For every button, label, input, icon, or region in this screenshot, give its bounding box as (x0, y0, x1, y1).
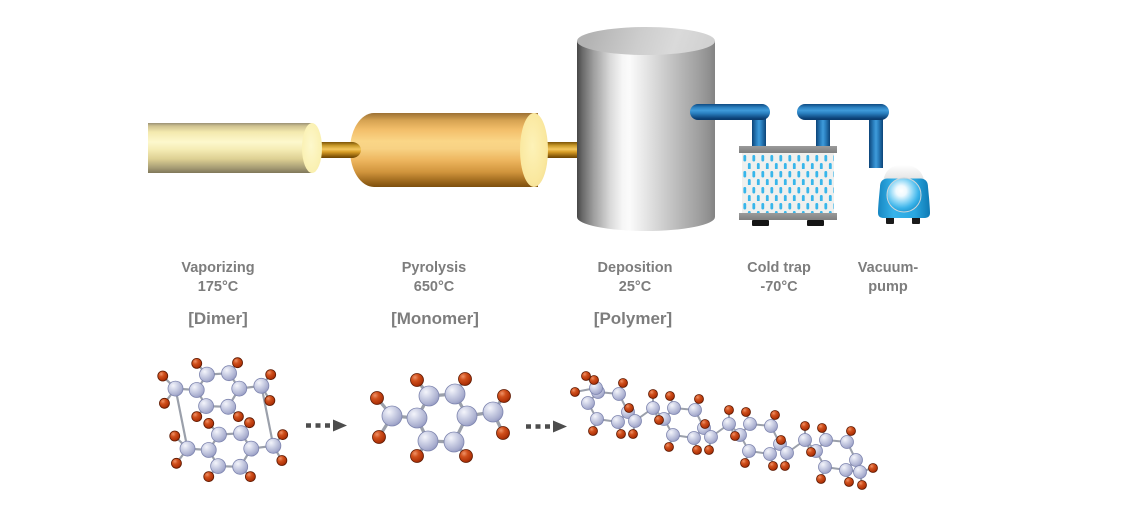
pipe-chamber-out (690, 104, 770, 120)
stage-name: pump (868, 279, 908, 295)
stage-name: Deposition (597, 260, 673, 276)
stage-temp: 175°C (197, 279, 239, 295)
pipe-down-coldtrap-in (752, 112, 766, 152)
cold-trap-foot (807, 220, 824, 226)
caption-dimer: [Dimer] (188, 309, 248, 328)
stage-label-vaporizing: Vaporizing 175°C (148, 259, 288, 297)
vaporizer-endcap (302, 123, 322, 173)
cold-trap-bottom-plate (739, 213, 837, 220)
deposition-chamber-lid (577, 27, 715, 55)
vaporizer-tube (148, 123, 312, 173)
stage-temp: 650°C (413, 279, 455, 295)
pump-leg (886, 217, 894, 224)
cold-trap-top-plate (739, 146, 837, 153)
stage-label-cold-trap: Cold trap -70°C (709, 259, 849, 297)
stage-label-deposition: Deposition 25°C (565, 259, 705, 297)
deposition-chamber (577, 41, 715, 231)
stage-temp: -70°C (760, 279, 798, 295)
cold-trap-box (742, 153, 834, 213)
vacuum-pump-unit (878, 165, 930, 224)
polymer-molecule (568, 368, 898, 501)
pipe-coldtrap-pump (797, 104, 889, 120)
caption-polymer: [Polymer] (593, 309, 673, 328)
pump-leg (912, 217, 920, 224)
stage-label-vacuum-pump: Vacuum- pump (818, 259, 958, 297)
dashed-arrow-icon (306, 419, 347, 432)
pipe-down-coldtrap-out (816, 112, 830, 152)
pyrolysis-furnace-endcap (520, 113, 548, 187)
stage-name: Vaporizing (181, 260, 255, 276)
dimer-molecule (150, 357, 290, 494)
dashed-arrow-icon (526, 420, 567, 433)
stage-label-pyrolysis: Pyrolysis 650°C (364, 259, 504, 297)
connector-tube-1 (311, 142, 361, 158)
pump-sphere (886, 177, 922, 213)
stage-name: Pyrolysis (401, 260, 467, 276)
connector-tube-2 (543, 142, 579, 158)
stage-name: Cold trap (747, 260, 811, 276)
stage-name: Vacuum- (857, 260, 919, 276)
pyrolysis-furnace (350, 113, 538, 187)
pipe-down-pump (869, 112, 883, 168)
cold-trap-foot (752, 220, 769, 226)
stage-temp: 25°C (618, 279, 652, 295)
caption-monomer: [Monomer] (391, 309, 479, 328)
monomer-molecule (366, 370, 514, 471)
